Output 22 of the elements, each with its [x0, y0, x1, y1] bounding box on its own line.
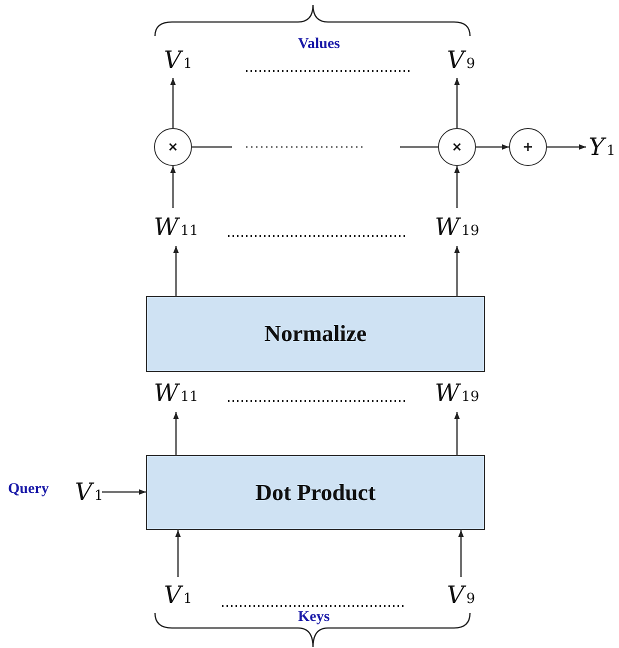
arrow: [547, 144, 586, 150]
process-box: Dot Product: [146, 455, 485, 530]
operator-circle: ×: [438, 128, 476, 166]
arrow: [173, 412, 179, 455]
group-label: Values: [298, 36, 340, 53]
arrow: [458, 530, 464, 577]
arrow: [102, 489, 146, 495]
connector-line: [192, 146, 438, 148]
arrow: [454, 78, 460, 128]
arrow: [454, 412, 460, 455]
operator-circle: +: [509, 128, 547, 166]
arrow: [170, 166, 176, 208]
group-label: Keys: [298, 609, 330, 626]
input-label: Query: [8, 481, 49, 498]
operator-circle: ×: [154, 128, 192, 166]
arrow: [454, 246, 460, 296]
process-box: Normalize: [146, 296, 485, 372]
arrow: [175, 530, 181, 577]
arrow: [454, 166, 460, 208]
arrow: [476, 144, 509, 150]
arrow: [173, 246, 179, 296]
arrow: [170, 78, 176, 128]
